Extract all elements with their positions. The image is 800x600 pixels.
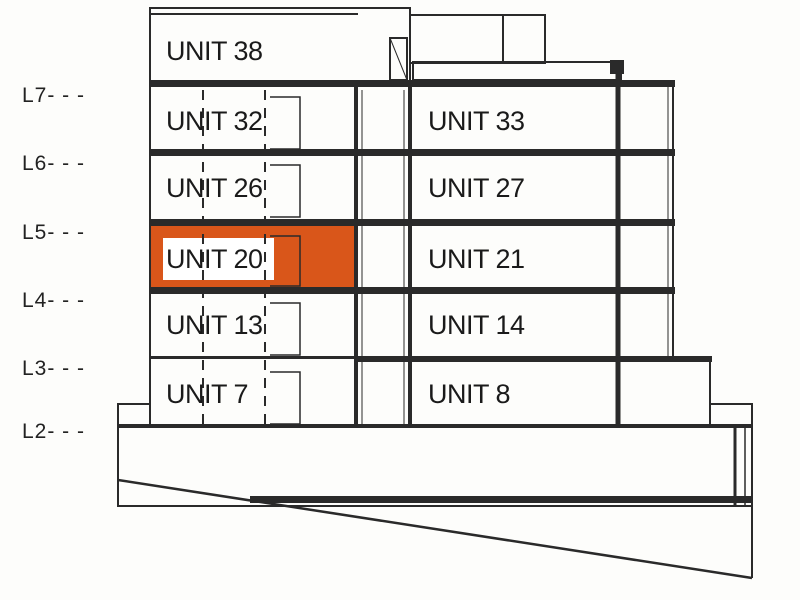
slab-l4: [150, 287, 675, 294]
unit-label-14: UNIT 14: [428, 310, 525, 340]
level-label-l2: L2- - -: [22, 420, 86, 443]
unit-label-13: UNIT 13: [166, 310, 263, 340]
level-label-l5: L5- - -: [22, 221, 86, 244]
level-label-l6: L6- - -: [22, 152, 86, 175]
unit-label-26: UNIT 26: [166, 173, 263, 203]
penthouse-window-diagonal: [389, 37, 408, 81]
level-label-l3: L3- - -: [22, 357, 86, 380]
ground-slope: [117, 478, 753, 580]
balcony-door-26: [270, 164, 301, 218]
slab-l5: [150, 219, 675, 226]
unit-label-20: UNIT 20: [166, 244, 263, 274]
roof-terrace-rail: [412, 61, 622, 81]
unit-label-21: UNIT 21: [428, 244, 525, 274]
slab-l3: [356, 356, 712, 362]
unit-20-label-box: [163, 238, 274, 280]
balcony-door-7: [270, 371, 301, 425]
level-label-l4: L4- - -: [22, 289, 86, 312]
balcony-door-20: [270, 235, 301, 287]
podium-left-step: [117, 403, 151, 427]
unit-label-32: UNIT 32: [166, 106, 263, 136]
podium-right-step: [709, 403, 753, 427]
unit-label-33: UNIT 33: [428, 106, 525, 136]
slab-l6: [150, 149, 675, 156]
slab-l2: [118, 424, 752, 428]
balcony-door-13: [270, 302, 301, 356]
unit-label-8: UNIT 8: [428, 379, 511, 409]
slab-podium: [250, 496, 752, 503]
unit-label-27: UNIT 27: [428, 173, 525, 203]
roof-corner-post: [610, 60, 624, 74]
roof-box: [409, 14, 546, 64]
slab-l3-left: [150, 356, 356, 359]
balcony-door-32: [270, 96, 301, 150]
unit-label-7: UNIT 7: [166, 379, 249, 409]
level-label-l7: L7- - -: [22, 84, 86, 107]
slab-l7: [150, 80, 675, 87]
unit-label-38: UNIT 38: [166, 36, 263, 66]
